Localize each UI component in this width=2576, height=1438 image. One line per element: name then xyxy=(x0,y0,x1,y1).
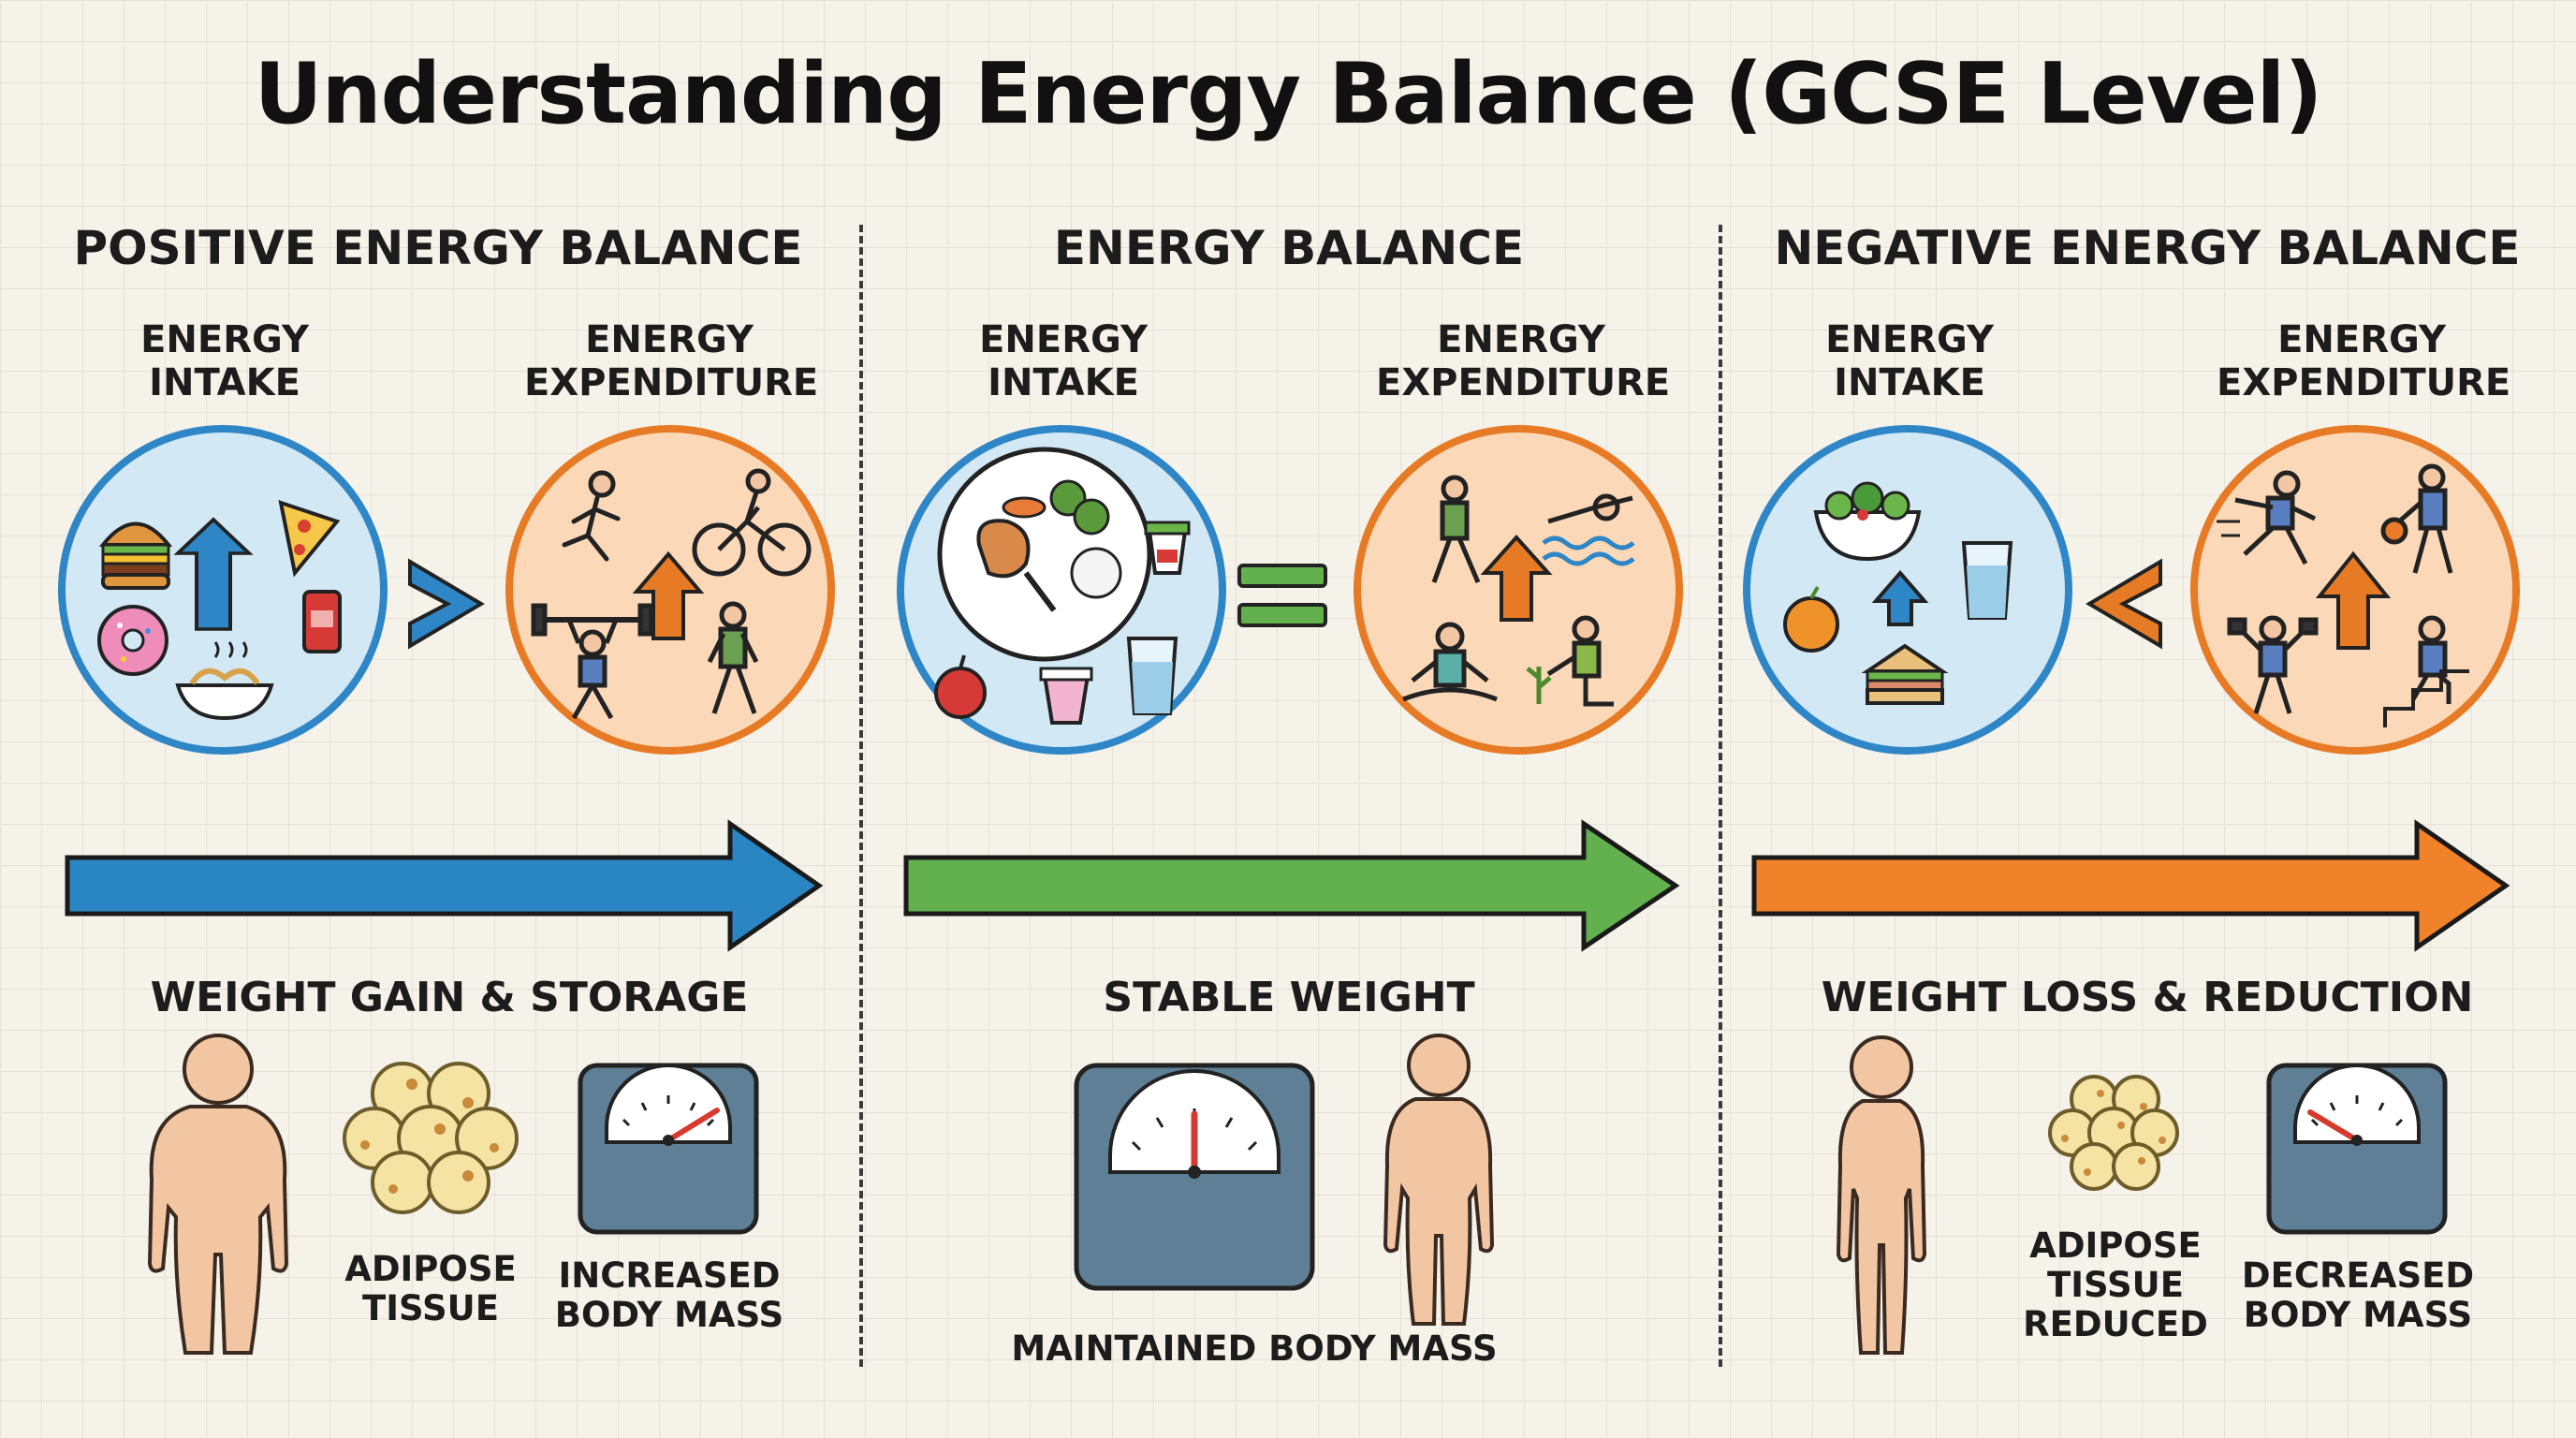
running-person-icon xyxy=(562,470,621,562)
intake-small-up-arrow-icon xyxy=(1871,569,1929,626)
adipose-caption: ADIPOSE TISSUE xyxy=(344,1249,517,1328)
panel-divider-2 xyxy=(1719,225,1722,1367)
panel-divider-1 xyxy=(859,225,863,1367)
bathroom-scale-icon xyxy=(578,1063,759,1235)
energy-expenditure-circle xyxy=(1354,425,1683,755)
donut-icon xyxy=(97,605,168,676)
water-glass-icon xyxy=(1126,637,1178,715)
intake-label: ENERGY INTAKE xyxy=(979,318,1148,404)
noodle-bowl-icon xyxy=(175,641,274,721)
outcome-arrow-blue xyxy=(65,819,824,952)
intake-label: ENERGY INTAKE xyxy=(1825,318,1994,404)
gardening-person-icon xyxy=(1526,615,1614,707)
pink-yogurt-icon xyxy=(1039,667,1093,725)
swimmer-icon xyxy=(1542,493,1635,566)
expenditure-up-arrow-icon xyxy=(632,550,705,640)
salad-bowl-icon xyxy=(1813,481,1922,562)
pizza-icon xyxy=(278,500,341,578)
body-mass-caption: DECREASED BODY MASS xyxy=(2241,1255,2475,1335)
panel-heading: POSITIVE ENERGY BALANCE xyxy=(73,221,803,275)
reduced-adipose-cells-icon xyxy=(2048,1075,2179,1191)
sprinting-person-icon xyxy=(2217,470,2317,565)
yoga-person-icon xyxy=(1402,622,1498,702)
yogurt-cup-icon xyxy=(1144,521,1191,575)
outcome-arrow-orange xyxy=(1751,819,2510,952)
cycling-person-icon xyxy=(692,468,812,577)
expenditure-label: ENERGY EXPENDITURE xyxy=(1376,318,1671,404)
intake-label: ENERGY INTAKE xyxy=(140,318,309,404)
slimmer-body-icon xyxy=(1836,1035,1927,1355)
body-mass-caption: INCREASED BODY MASS xyxy=(554,1255,784,1335)
average-body-icon xyxy=(1383,1034,1495,1326)
page-title: Understanding Energy Balance (GCSE Level… xyxy=(254,45,2322,143)
orange-fruit-icon xyxy=(1783,585,1839,653)
intake-up-arrow-icon xyxy=(173,517,254,631)
equals-icon xyxy=(1237,564,1327,627)
outcome-label: WEIGHT GAIN & STORAGE xyxy=(150,974,749,1021)
water-glass-icon xyxy=(1961,541,2013,620)
expenditure-up-arrow-icon xyxy=(1480,535,1553,622)
adipose-cells-icon xyxy=(343,1062,519,1214)
energy-intake-circle xyxy=(897,425,1226,755)
panel-heading: ENERGY BALANCE xyxy=(1053,221,1525,275)
body-mass-caption: MAINTAINED BODY MASS xyxy=(1011,1328,1498,1369)
energy-intake-circle xyxy=(1743,425,2072,755)
larger-body-icon xyxy=(147,1034,289,1355)
adipose-caption: ADIPOSE TISSUE REDUCED xyxy=(2023,1225,2208,1344)
balanced-plate-icon xyxy=(937,447,1152,662)
apple-icon xyxy=(934,654,987,719)
bathroom-scale-icon xyxy=(2266,1063,2448,1235)
soda-can-icon xyxy=(302,590,342,653)
stair-climber-icon xyxy=(2383,615,2469,727)
sandwich-icon xyxy=(1861,643,1949,705)
less-than-icon xyxy=(2086,558,2162,650)
weightlifting-person-icon xyxy=(531,603,654,720)
outcome-label: WEIGHT LOSS & REDUCTION xyxy=(1821,974,2474,1021)
energy-expenditure-circle xyxy=(2190,425,2520,755)
greater-than-icon xyxy=(408,558,485,650)
energy-expenditure-circle xyxy=(505,425,835,755)
walking-person-icon xyxy=(707,601,759,714)
walking-person-icon xyxy=(1431,475,1481,583)
outcome-arrow-green xyxy=(903,819,1680,952)
energy-intake-circle xyxy=(58,425,388,755)
expenditure-up-arrow-icon xyxy=(2315,550,2392,650)
outcome-label: STABLE WEIGHT xyxy=(1103,974,1475,1021)
basketball-person-icon xyxy=(2380,463,2453,574)
bathroom-scale-icon xyxy=(1074,1063,1315,1291)
burger-icon xyxy=(98,521,173,590)
expenditure-label: ENERGY EXPENDITURE xyxy=(2217,318,2511,404)
panel-heading: NEGATIVE ENERGY BALANCE xyxy=(1774,221,2521,275)
expenditure-label: ENERGY EXPENDITURE xyxy=(524,318,819,404)
dumbbell-person-icon xyxy=(2227,615,2319,714)
